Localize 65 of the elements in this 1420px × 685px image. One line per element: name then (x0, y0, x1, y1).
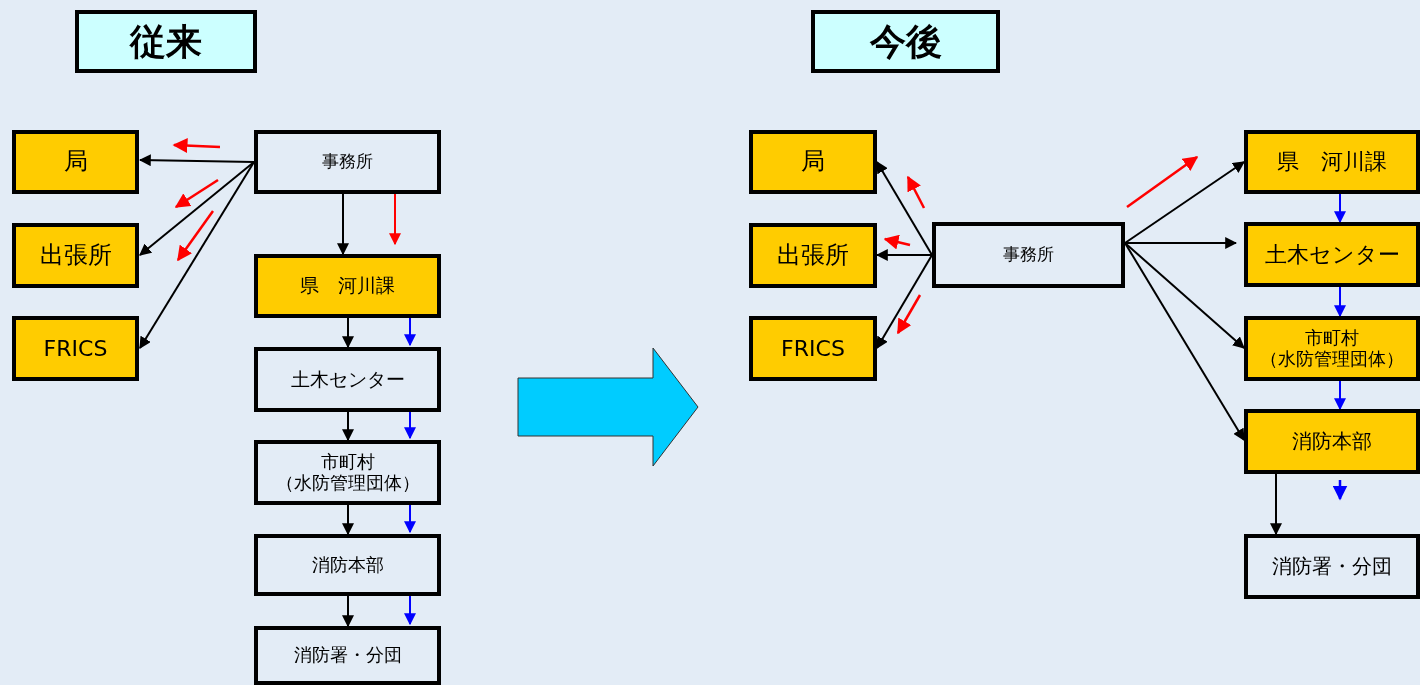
arrow (876, 160, 933, 256)
node-label: 事務所 (1003, 245, 1054, 265)
highlighted-box (12, 223, 139, 288)
process-box (1244, 534, 1420, 599)
arrow (404, 595, 416, 626)
arrow (1334, 193, 1346, 224)
arrow (337, 193, 349, 256)
heading-box (75, 10, 257, 73)
node-label: 土木センター (1264, 241, 1400, 268)
arrow (876, 254, 933, 350)
arrow (139, 161, 255, 256)
node-label: 出張所 (777, 241, 849, 270)
node-label: FRICS (781, 335, 845, 362)
arrow (404, 504, 416, 534)
node-label: 消防署・分団 (293, 645, 402, 666)
arrow (342, 504, 354, 536)
arrow (342, 411, 354, 442)
arrow (1124, 242, 1245, 349)
node-label: 消防本部 (311, 554, 384, 576)
highlighted-box (254, 254, 441, 318)
arrow (138, 154, 255, 167)
highlighted-box (1244, 316, 1420, 381)
arrow (1270, 473, 1282, 536)
arrow (404, 411, 416, 440)
node-label: （水防管理団体） (1260, 348, 1404, 370)
highlighted-box (12, 130, 139, 194)
highlighted-box (749, 130, 877, 194)
node-label: 市町村 (320, 451, 375, 473)
node-label: 局 (801, 148, 825, 176)
process-box (254, 440, 441, 505)
process-box (254, 130, 441, 194)
highlighted-box (1244, 409, 1420, 474)
arrow (1334, 286, 1346, 318)
highlighted-box (1244, 130, 1420, 194)
arrow (342, 595, 354, 628)
process-box (254, 347, 441, 412)
node-label: 消防本部 (1292, 430, 1372, 453)
node-label: 事務所 (322, 152, 373, 172)
process-box (254, 626, 441, 685)
highlighted-box (12, 316, 139, 381)
heading-box (811, 10, 1000, 73)
node-label: 土木センター (290, 368, 405, 391)
node-label: FRICS (43, 335, 108, 362)
arrow (404, 317, 416, 347)
heading: 今後 (869, 20, 942, 63)
node-label: 出張所 (39, 241, 112, 270)
node-label: 県 河川課 (300, 275, 395, 297)
arrow (342, 317, 354, 349)
highlighted-box (749, 223, 877, 288)
highlighted-box (1244, 222, 1420, 287)
arrow (1334, 380, 1346, 411)
node-label: 消防署・分団 (1272, 555, 1392, 578)
highlighted-box (749, 316, 877, 381)
node-label: 県 河川課 (1277, 149, 1387, 175)
process-box (932, 222, 1125, 288)
heading: 従来 (130, 20, 202, 63)
arrow (1124, 242, 1245, 442)
node-label: 局 (63, 148, 88, 176)
process-box (254, 534, 441, 596)
arrow (139, 161, 255, 349)
node-label: （水防管理団体） (275, 472, 420, 494)
node-label: 市町村 (1305, 327, 1359, 349)
arrow (1124, 237, 1238, 249)
arrow (1124, 161, 1245, 244)
arrow (389, 193, 401, 246)
